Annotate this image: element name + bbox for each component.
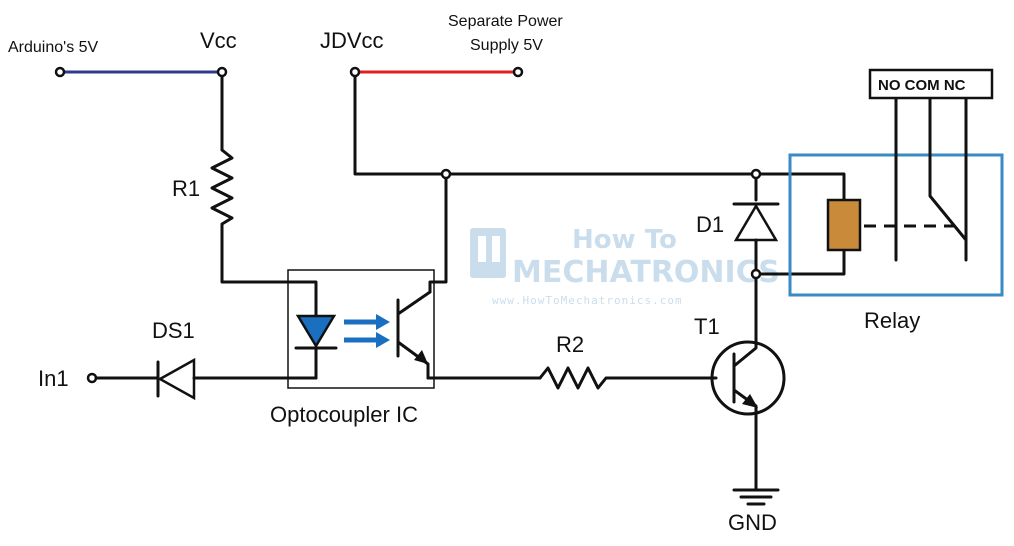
watermark-line1: How To [572, 225, 677, 255]
label-t1: T1 [694, 314, 720, 339]
label-ds1: DS1 [152, 318, 195, 343]
label-separate-power-1: Separate Power [448, 13, 563, 30]
watermark-url: www.HowToMechatronics.com [492, 294, 683, 307]
separate-power-terminal [512, 66, 524, 78]
label-r2: R2 [556, 332, 584, 357]
rail-junction [440, 168, 452, 180]
r1-resistor [210, 148, 318, 312]
r2-resistor [538, 366, 718, 390]
label-r1: R1 [172, 176, 200, 201]
phototransistor-icon [396, 290, 432, 380]
label-separate-power-2: Supply 5V [470, 37, 543, 54]
label-vcc: Vcc [200, 28, 237, 53]
d1-bottom-junction [750, 268, 762, 280]
watermark-logo-icon [470, 228, 506, 278]
jdvcc-rail [353, 70, 758, 202]
vcc-terminal [216, 66, 228, 78]
coil-top-wire [754, 172, 846, 202]
jdvcc-terminal [349, 66, 361, 78]
opto-collector-wire [428, 172, 448, 294]
optocoupler-led-icon [294, 308, 338, 380]
label-in1: In1 [38, 366, 69, 391]
ds1-diode-icon [156, 357, 196, 401]
label-relay: Relay [864, 308, 920, 333]
d1-diode-icon [732, 202, 780, 276]
relay-terminals-label: NO COM NC [878, 77, 966, 94]
relay-coil-icon [826, 198, 862, 252]
label-gnd: GND [728, 510, 777, 535]
watermark: How To MECHATRONICS www.HowToMechatronic… [470, 225, 780, 307]
optocoupler-box [287, 269, 435, 389]
label-d1: D1 [696, 212, 724, 237]
coil-bottom-wire [754, 248, 846, 276]
label-jdvcc: JDVcc [320, 28, 384, 53]
label-optocoupler: Optocoupler IC [270, 402, 418, 427]
watermark-line2: MECHATRONICS [512, 255, 780, 290]
light-arrows-icon [344, 314, 390, 348]
d1-top-junction [750, 168, 762, 180]
relay-terminals-box [868, 68, 994, 100]
arduino-5v-terminal [54, 66, 66, 78]
gnd-symbol-icon [732, 488, 780, 506]
t1-transistor-icon [710, 272, 786, 492]
relay-contacts-icon [894, 96, 968, 262]
label-arduino-5v: Arduino's 5V [8, 39, 99, 56]
